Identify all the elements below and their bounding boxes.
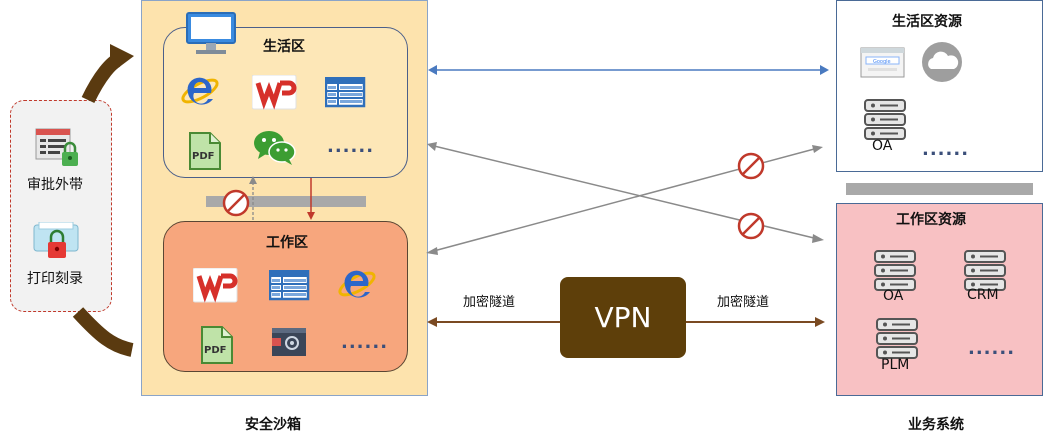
monitor-icon (186, 12, 236, 54)
secure-app-icon[interactable] (270, 326, 308, 358)
upper-arrow-head (110, 44, 134, 74)
print-label: 打印刻录 (27, 271, 83, 287)
forbidden-icon (737, 152, 765, 180)
resource-divider-bar (846, 183, 1033, 195)
wechat-icon[interactable] (252, 128, 298, 166)
approval-document-lock-icon (35, 128, 78, 166)
zone-divider-bar (206, 196, 366, 207)
zone-transfer-arrows (249, 176, 315, 220)
work-zone-more-apps: ...... (341, 332, 389, 353)
lower-curved-arrow (72, 307, 134, 357)
server-icon[interactable] (964, 250, 1008, 292)
cross-arrow-head-2 (812, 234, 824, 243)
server-icon[interactable] (876, 318, 920, 360)
google-browser-icon[interactable]: Google (860, 47, 906, 79)
tunnel-label-left: 加密隧道 (463, 295, 516, 310)
life-link-arrow-left (428, 65, 437, 75)
tunnel-right-arrow (815, 317, 825, 327)
life-resources-more: ...... (922, 139, 970, 160)
work-resources-more: ...... (968, 338, 1016, 359)
work-oa-label: OA (883, 288, 904, 304)
business-caption: 业务系统 (908, 417, 964, 433)
cross-arrow-head-3 (426, 247, 438, 255)
life-link-arrow-right (820, 65, 829, 75)
life-zone-more-apps: ...... (327, 136, 375, 157)
approval-label: 审批外带 (27, 177, 83, 193)
svg-text:Google: Google (873, 59, 891, 65)
sandbox-caption: 安全沙箱 (245, 417, 301, 433)
life-zone-title: 生活区 (263, 39, 305, 55)
cross-arrow-head-1 (427, 142, 437, 151)
work-resources-panel (836, 203, 1043, 396)
work-plm-label: PLM (881, 357, 910, 373)
tunnel-left-arrow (427, 317, 437, 327)
work-zone-title: 工作区 (266, 235, 308, 251)
forbidden-icon (737, 212, 765, 240)
cross-arrow-head-4 (812, 145, 823, 153)
cloud-icon[interactable] (918, 41, 966, 83)
server-icon[interactable] (874, 250, 918, 292)
left-flow-arrows (72, 44, 134, 357)
life-oa-label: OA (872, 138, 893, 154)
vpn-gateway: VPN (560, 277, 686, 358)
life-resources-panel (836, 0, 1043, 172)
work-crm-label: CRM (967, 287, 999, 303)
server-icon[interactable] (864, 99, 908, 141)
print-burn-lock-icon (33, 222, 79, 258)
life-resources-title: 生活区资源 (892, 14, 962, 30)
tunnel-label-right: 加密隧道 (717, 295, 770, 310)
work-resources-title: 工作区资源 (896, 212, 966, 228)
